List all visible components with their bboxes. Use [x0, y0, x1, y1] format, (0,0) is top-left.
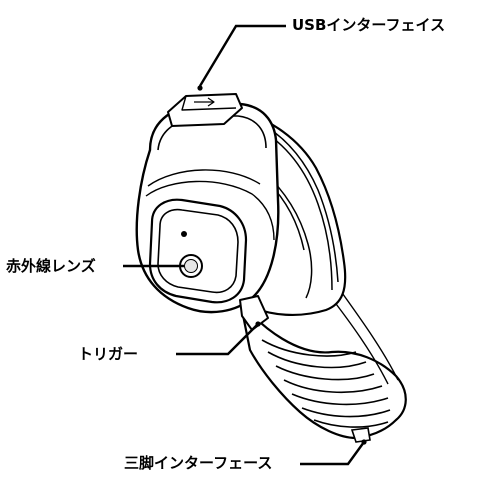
callout-tripod-line [300, 441, 365, 466]
visual-sensor-dot [181, 231, 187, 237]
ir-lens-label: 赤外線レンズ [6, 257, 96, 275]
callout-trigger-line [176, 323, 259, 356]
trigger-label: トリガー [78, 345, 139, 363]
tripod-mount [350, 427, 371, 443]
lens-bezel [148, 198, 248, 304]
usb-interface-label: USBインターフェイス [292, 16, 446, 34]
tripod-interface-label: 三脚インターフェース [124, 454, 273, 472]
usb-cover [167, 93, 243, 127]
callout-usb-line [198, 24, 286, 87]
callout-lines [123, 24, 365, 466]
callout-dots [197, 85, 367, 445]
grip-ribs [261, 339, 391, 428]
